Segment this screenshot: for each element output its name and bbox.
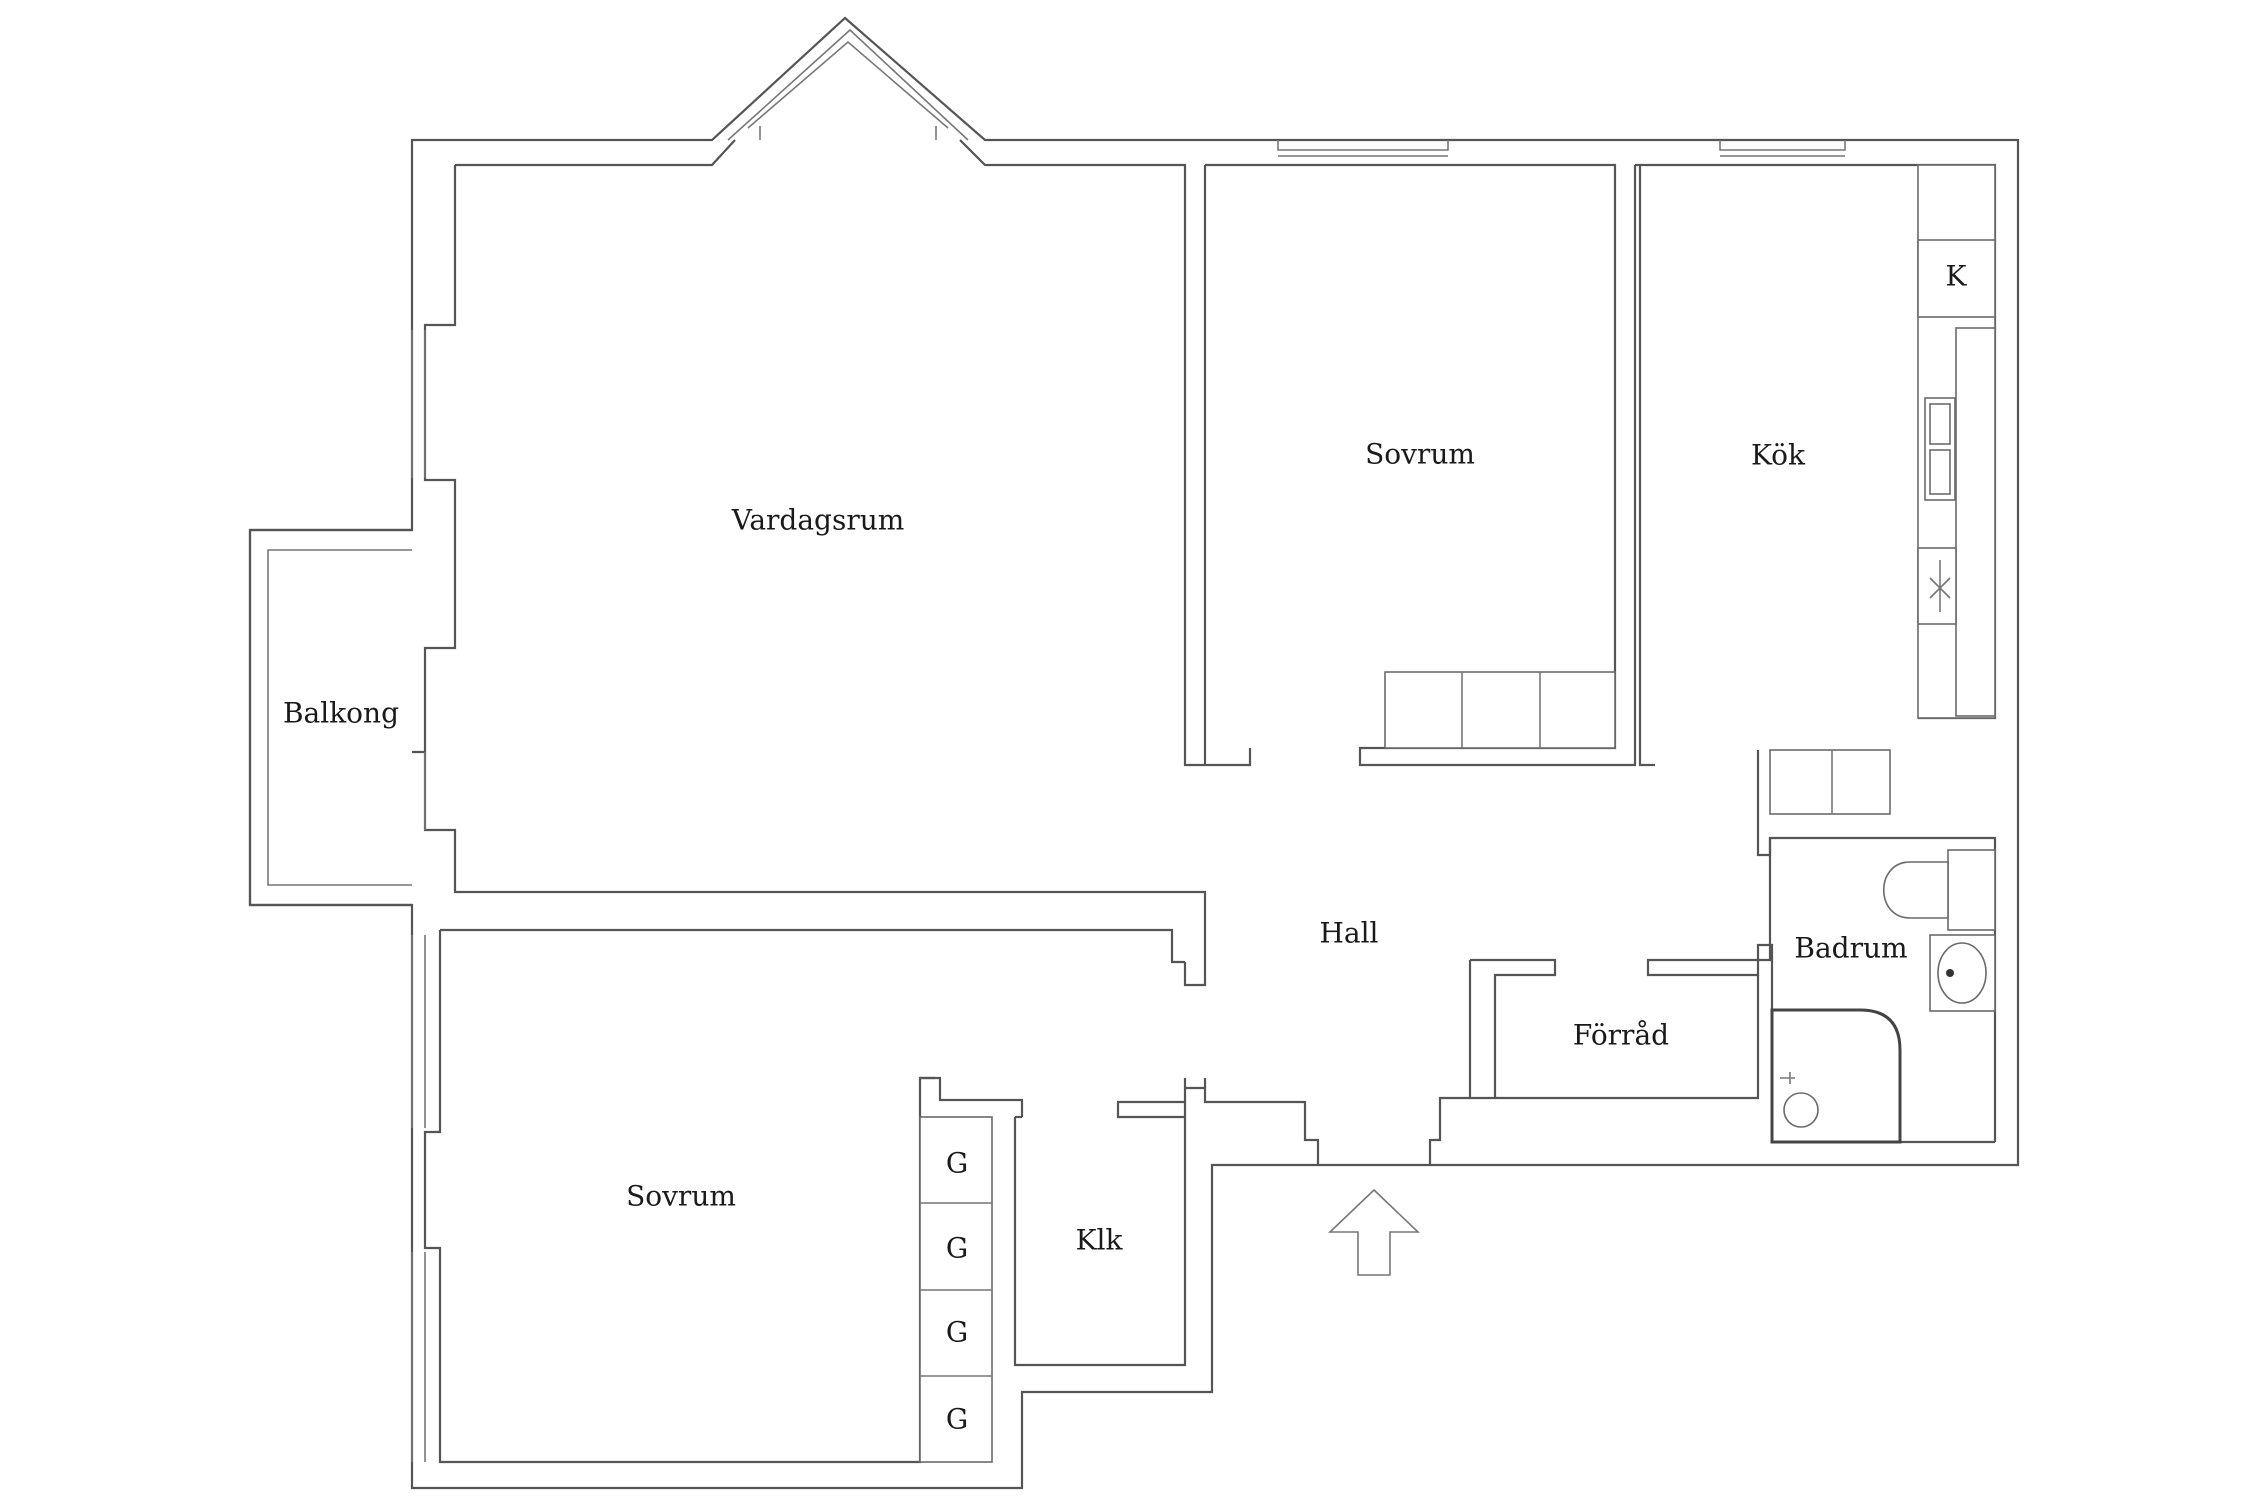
balcony — [248, 528, 412, 907]
kitchen — [1635, 140, 1997, 1142]
room-label-klk: Klk — [1076, 1224, 1124, 1257]
bay-window — [727, 28, 969, 141]
bedroom-bottom — [411, 928, 1185, 1464]
hall — [1183, 1078, 1470, 1165]
room-label-hall: Hall — [1319, 917, 1378, 950]
entrance-arrow-icon — [1328, 1188, 1420, 1276]
room-label-vardagsrum: Vardagsrum — [731, 504, 905, 537]
room-label-badrum: Badrum — [1794, 932, 1907, 965]
wardrobe-label: G — [946, 1147, 968, 1180]
wardrobe-label: G — [946, 1232, 968, 1265]
bathroom — [1646, 838, 1996, 1144]
storage — [1468, 958, 1760, 1100]
living-room-walls — [411, 139, 1252, 830]
room-label-kok: Kök — [1751, 439, 1806, 472]
walk-in-closet — [1013, 1100, 1187, 1367]
bedroom-top — [1203, 140, 1637, 767]
wardrobe-label: G — [946, 1403, 968, 1436]
fixture-label-k: K — [1946, 260, 1968, 293]
outer-walls — [248, 16, 2020, 1490]
room-label-balkong: Balkong — [283, 697, 399, 730]
wardrobe-label: G — [946, 1316, 968, 1349]
room-label-forrad: Förråd — [1573, 1019, 1669, 1052]
room-label-sovrum-top: Sovrum — [1365, 438, 1475, 471]
room-label-sovrum-bottom: Sovrum — [626, 1180, 736, 1213]
